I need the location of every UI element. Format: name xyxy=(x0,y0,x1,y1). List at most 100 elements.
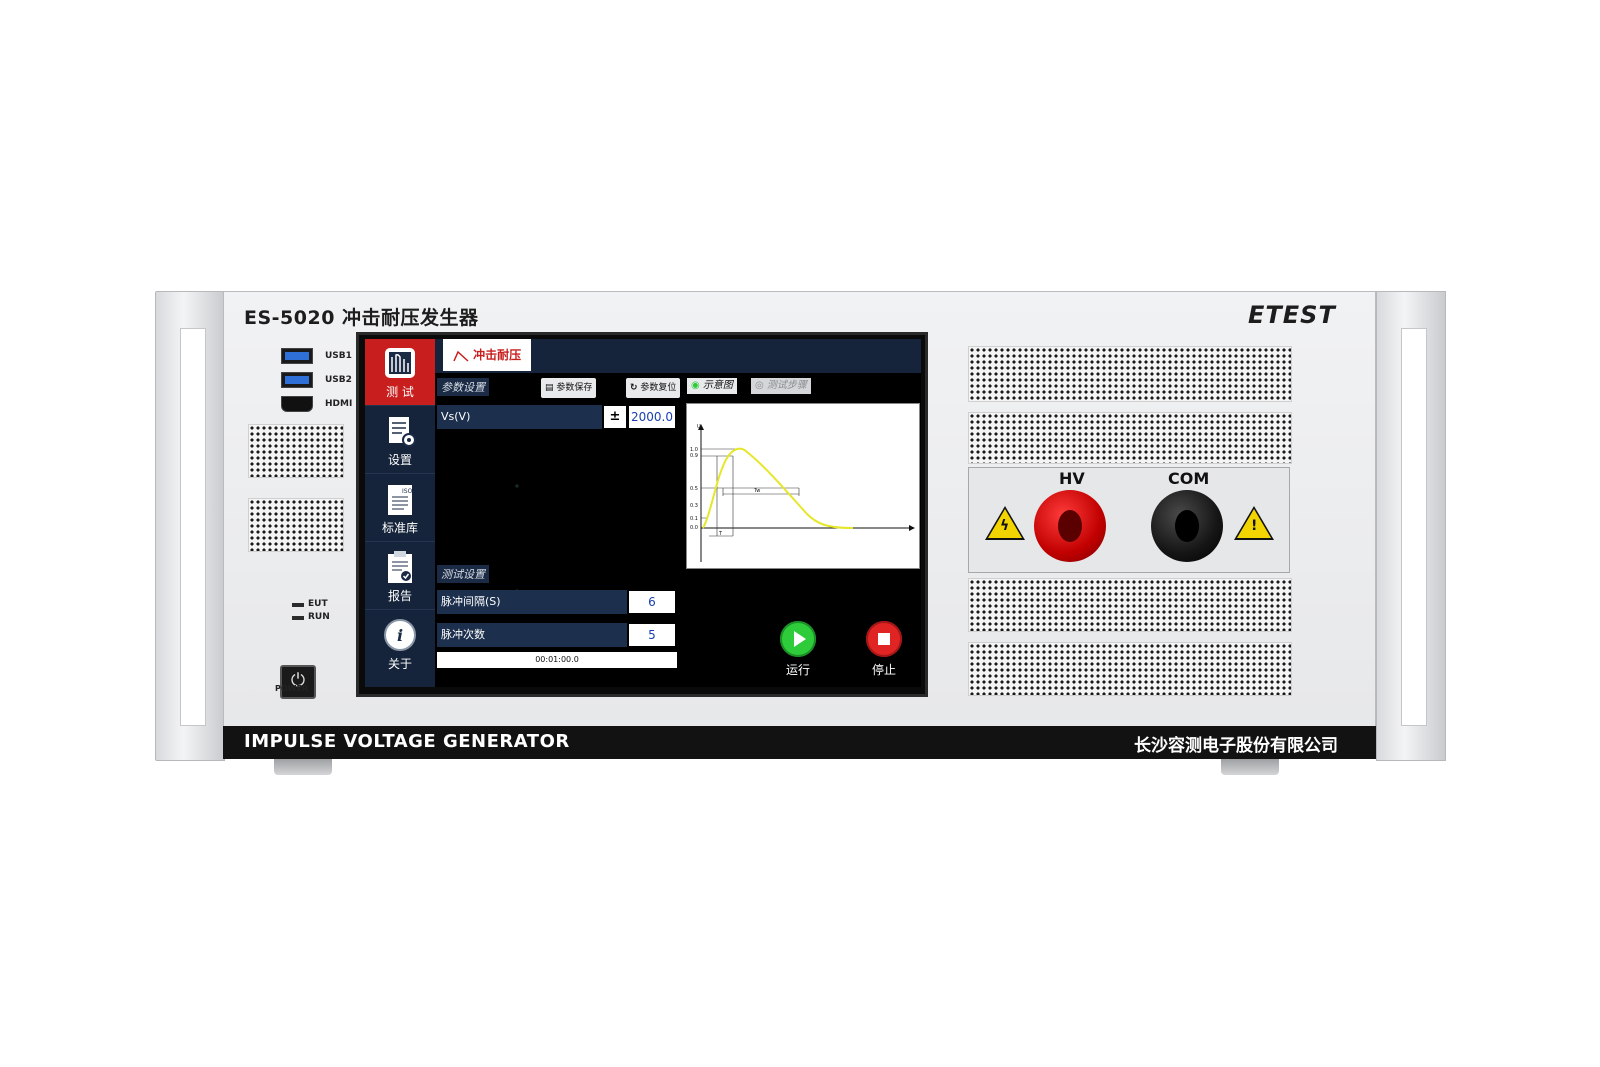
sidebar-item-report-label: 报告 xyxy=(387,589,412,603)
right-vent-grille-3 xyxy=(968,578,1292,632)
stop-icon xyxy=(866,621,902,657)
left-vent-grille-lower xyxy=(248,498,344,552)
save-disk-icon: ▤ xyxy=(545,383,554,393)
hv-terminal-socket xyxy=(1058,510,1082,542)
usb2-label: USB2 xyxy=(325,375,352,385)
impulse-wave-icon xyxy=(453,350,469,362)
product-name: IMPULSE VOLTAGE GENERATOR xyxy=(244,731,570,752)
company-name: 长沙容测电子股份有限公司 xyxy=(1134,736,1338,756)
touchscreen: 冲击耐压 测 试 设置 ISO xyxy=(365,339,921,687)
radio-unselected-icon: ◎ xyxy=(755,380,764,391)
usb1-port[interactable] xyxy=(281,348,313,364)
tab-diagram[interactable]: ◉ 示意图 xyxy=(687,378,737,394)
waveform-icon xyxy=(385,348,415,378)
impulse-waveform-diagram: U 1.0 0.9 0.5 0.3 0.1 0.0 Tw T xyxy=(686,403,920,569)
interval-field-row: 脉冲间隔(S) xyxy=(437,590,627,614)
tab-test-steps[interactable]: ◎ 测试步骤 xyxy=(751,378,811,394)
sidebar-item-report[interactable]: 报告 xyxy=(365,543,435,610)
right-rack-handle xyxy=(1376,291,1446,761)
param-save-label: 参数保存 xyxy=(556,383,593,393)
stop-label: 停止 xyxy=(871,663,896,677)
sidebar-item-about-label: 关于 xyxy=(387,657,412,671)
settings-doc-icon xyxy=(389,417,416,447)
reset-arrow-icon: ↻ xyxy=(630,383,638,393)
usb1-label: USB1 xyxy=(325,351,352,361)
run-label: 运行 xyxy=(785,663,810,677)
count-input[interactable]: 5 xyxy=(629,624,675,646)
impulse-curve xyxy=(702,447,854,529)
interval-input[interactable]: 6 xyxy=(629,591,675,613)
sidebar-item-settings-label: 设置 xyxy=(387,453,412,467)
hdmi-label: HDMI xyxy=(325,399,353,409)
model-title: ES-5020 冲击耐压发生器 xyxy=(244,307,479,329)
polarity-toggle[interactable]: ± xyxy=(604,406,626,428)
high-voltage-warning-icon-left: ϟ xyxy=(985,506,1025,540)
hv-terminal[interactable] xyxy=(1034,490,1106,562)
warning-icon-right: ! xyxy=(1234,506,1274,540)
run-label: RUN xyxy=(308,612,330,622)
count-label: 脉冲次数 xyxy=(441,628,485,641)
impulse-waveform-svg: U 1.0 0.9 0.5 0.3 0.1 0.0 Tw T xyxy=(690,424,915,562)
param-section-title: 参数设置 xyxy=(437,378,489,396)
sidebar-item-test[interactable]: 测 试 xyxy=(365,339,435,406)
y-tick-0.5: 0.5 xyxy=(690,486,698,492)
tab-impulse-withstand-label: 冲击耐压 xyxy=(473,348,522,362)
sidebar-item-settings[interactable]: 设置 xyxy=(365,407,435,474)
left-rack-handle xyxy=(155,291,225,761)
sidebar-item-about[interactable]: i 关于 xyxy=(365,611,435,677)
y-tick-0.0: 0.0 xyxy=(690,525,698,531)
right-foot xyxy=(1221,759,1279,775)
tab-diagram-label: 示意图 xyxy=(702,380,733,391)
left-foot xyxy=(274,759,332,775)
right-vent-grille-1 xyxy=(968,346,1292,402)
elapsed-timer: 00:01:00.0 xyxy=(437,652,677,668)
y-tick-0.9: 0.9 xyxy=(690,453,698,459)
test-section-title: 测试设置 xyxy=(437,565,489,583)
hv-label: HV xyxy=(1059,469,1085,488)
stop-button[interactable]: 停止 xyxy=(859,621,909,678)
com-terminal-socket xyxy=(1175,510,1199,542)
screen-sidebar: 测 试 设置 ISO 标准库 xyxy=(365,339,435,687)
power-label: POWER xyxy=(275,684,309,693)
y-tick-0.1: 0.1 xyxy=(690,516,698,522)
t-label: T xyxy=(718,531,723,537)
info-icon: i xyxy=(384,619,416,651)
left-vent-grille-upper xyxy=(248,424,344,478)
play-icon xyxy=(780,621,816,657)
svg-text:i: i xyxy=(397,626,403,645)
sidebar-item-standards[interactable]: ISO 标准库 xyxy=(365,475,435,542)
right-vent-grille-2 xyxy=(968,412,1292,464)
x-axis-arrow xyxy=(909,525,915,531)
y-axis-arrow xyxy=(698,424,704,430)
param-reset-button[interactable]: ↻ 参数复位 xyxy=(626,378,681,398)
run-button[interactable]: 运行 xyxy=(773,621,823,678)
eut-led xyxy=(292,603,304,607)
tab-impulse-withstand[interactable]: 冲击耐压 xyxy=(443,339,531,371)
param-save-button[interactable]: ▤ 参数保存 xyxy=(541,378,597,398)
bottom-label-bar xyxy=(223,726,1376,759)
y-axis-label: U xyxy=(697,424,701,430)
sidebar-item-standards-label: 标准库 xyxy=(381,521,418,535)
power-icon: ⏻ xyxy=(290,670,306,691)
radio-selected-icon: ◉ xyxy=(691,380,700,391)
usb2-port[interactable] xyxy=(281,372,313,388)
power-button[interactable]: ⏻ xyxy=(280,665,316,699)
y-tick-1.0: 1.0 xyxy=(690,447,698,453)
sidebar-item-test-label: 测 试 xyxy=(386,385,414,399)
y-tick-0.3: 0.3 xyxy=(690,503,698,509)
voltage-input[interactable]: 2000.0 xyxy=(629,406,675,428)
com-label: COM xyxy=(1168,469,1210,488)
com-terminal[interactable] xyxy=(1151,490,1223,562)
svg-text:ISO: ISO xyxy=(402,488,413,495)
right-vent-grille-4 xyxy=(968,642,1292,696)
count-field-row: 脉冲次数 xyxy=(437,623,627,647)
tab-test-steps-label: 测试步骤 xyxy=(766,380,807,391)
guide-lines xyxy=(701,448,800,536)
voltage-field-row: Vs(V) xyxy=(437,405,602,429)
tw-label: Tw xyxy=(753,488,760,494)
param-reset-label: 参数复位 xyxy=(640,383,677,393)
hdmi-port[interactable] xyxy=(281,396,313,412)
run-led xyxy=(292,616,304,620)
voltage-label: Vs(V) xyxy=(441,410,471,423)
iso-standard-icon: ISO xyxy=(388,485,413,515)
